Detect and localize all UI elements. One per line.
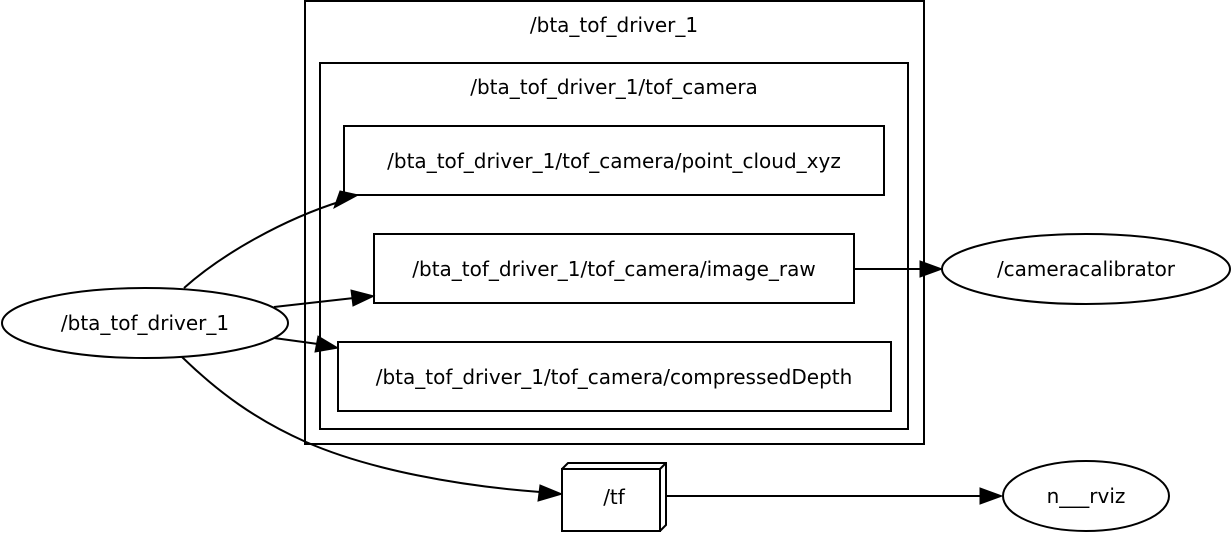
edge-driver-to-compressed-depth	[273, 335, 340, 353]
node-cameracalibrator-label: /cameracalibrator	[997, 257, 1176, 281]
topic-image-raw-label: /bta_tof_driver_1/tof_camera/image_raw	[412, 257, 815, 281]
topic-tf-box3d-edge	[659, 462, 667, 470]
topic-compressed-depth[interactable]: /bta_tof_driver_1/tof_camera/compressedD…	[337, 341, 892, 412]
node-rviz-ellipse	[1002, 460, 1170, 532]
node-cameracalibrator-ellipse	[941, 233, 1231, 305]
topic-image-raw-box	[373, 233, 855, 304]
topic-point-cloud-xyz[interactable]: /bta_tof_driver_1/tof_camera/point_cloud…	[343, 125, 885, 196]
node-rviz-label: n___rviz	[1047, 484, 1126, 508]
edge-driver-to-tf	[181, 356, 564, 502]
topic-tf-label: /tf	[603, 485, 626, 509]
arrowhead-icon	[314, 335, 340, 353]
node-rviz[interactable]: n___rviz	[1002, 460, 1170, 532]
edge-image-raw-to-calibrator	[854, 260, 944, 278]
cluster-tof-camera-label: /bta_tof_driver_1/tof_camera	[470, 75, 758, 99]
edge-driver-to-point-cloud	[183, 190, 360, 289]
edge-driver-to-tf-line	[181, 356, 541, 493]
edge-driver-to-compressed-depth-line	[273, 337, 319, 345]
cluster-bta-tof-driver-label: /bta_tof_driver_1	[530, 13, 698, 37]
arrowhead-icon	[979, 487, 1004, 505]
edge-tf-to-rviz	[667, 487, 1004, 505]
edge-driver-to-image-raw-line	[273, 297, 355, 308]
topic-point-cloud-xyz-label: /bta_tof_driver_1/tof_camera/point_cloud…	[387, 149, 841, 173]
arrowhead-icon	[919, 260, 944, 278]
topic-compressed-depth-label: /bta_tof_driver_1/tof_camera/compressedD…	[376, 365, 853, 389]
topic-point-cloud-xyz-box	[343, 125, 885, 196]
node-bta-tof-driver-ellipse	[1, 287, 289, 359]
topic-tf-box3d-front	[561, 468, 661, 532]
arrowhead-icon	[333, 190, 360, 210]
edge-driver-to-image-raw	[273, 289, 376, 308]
topic-compressed-depth-box	[337, 341, 892, 412]
edge-driver-to-point-cloud-line	[183, 200, 343, 289]
arrowhead-icon	[350, 289, 376, 307]
node-bta-tof-driver[interactable]: /bta_tof_driver_1	[1, 287, 289, 359]
arrowhead-icon	[537, 484, 564, 502]
node-cameracalibrator[interactable]: /cameracalibrator	[941, 233, 1231, 305]
node-bta-tof-driver-label: /bta_tof_driver_1	[61, 311, 229, 335]
topic-tf[interactable]: /tf	[561, 462, 667, 532]
topic-image-raw[interactable]: /bta_tof_driver_1/tof_camera/image_raw	[373, 233, 855, 304]
